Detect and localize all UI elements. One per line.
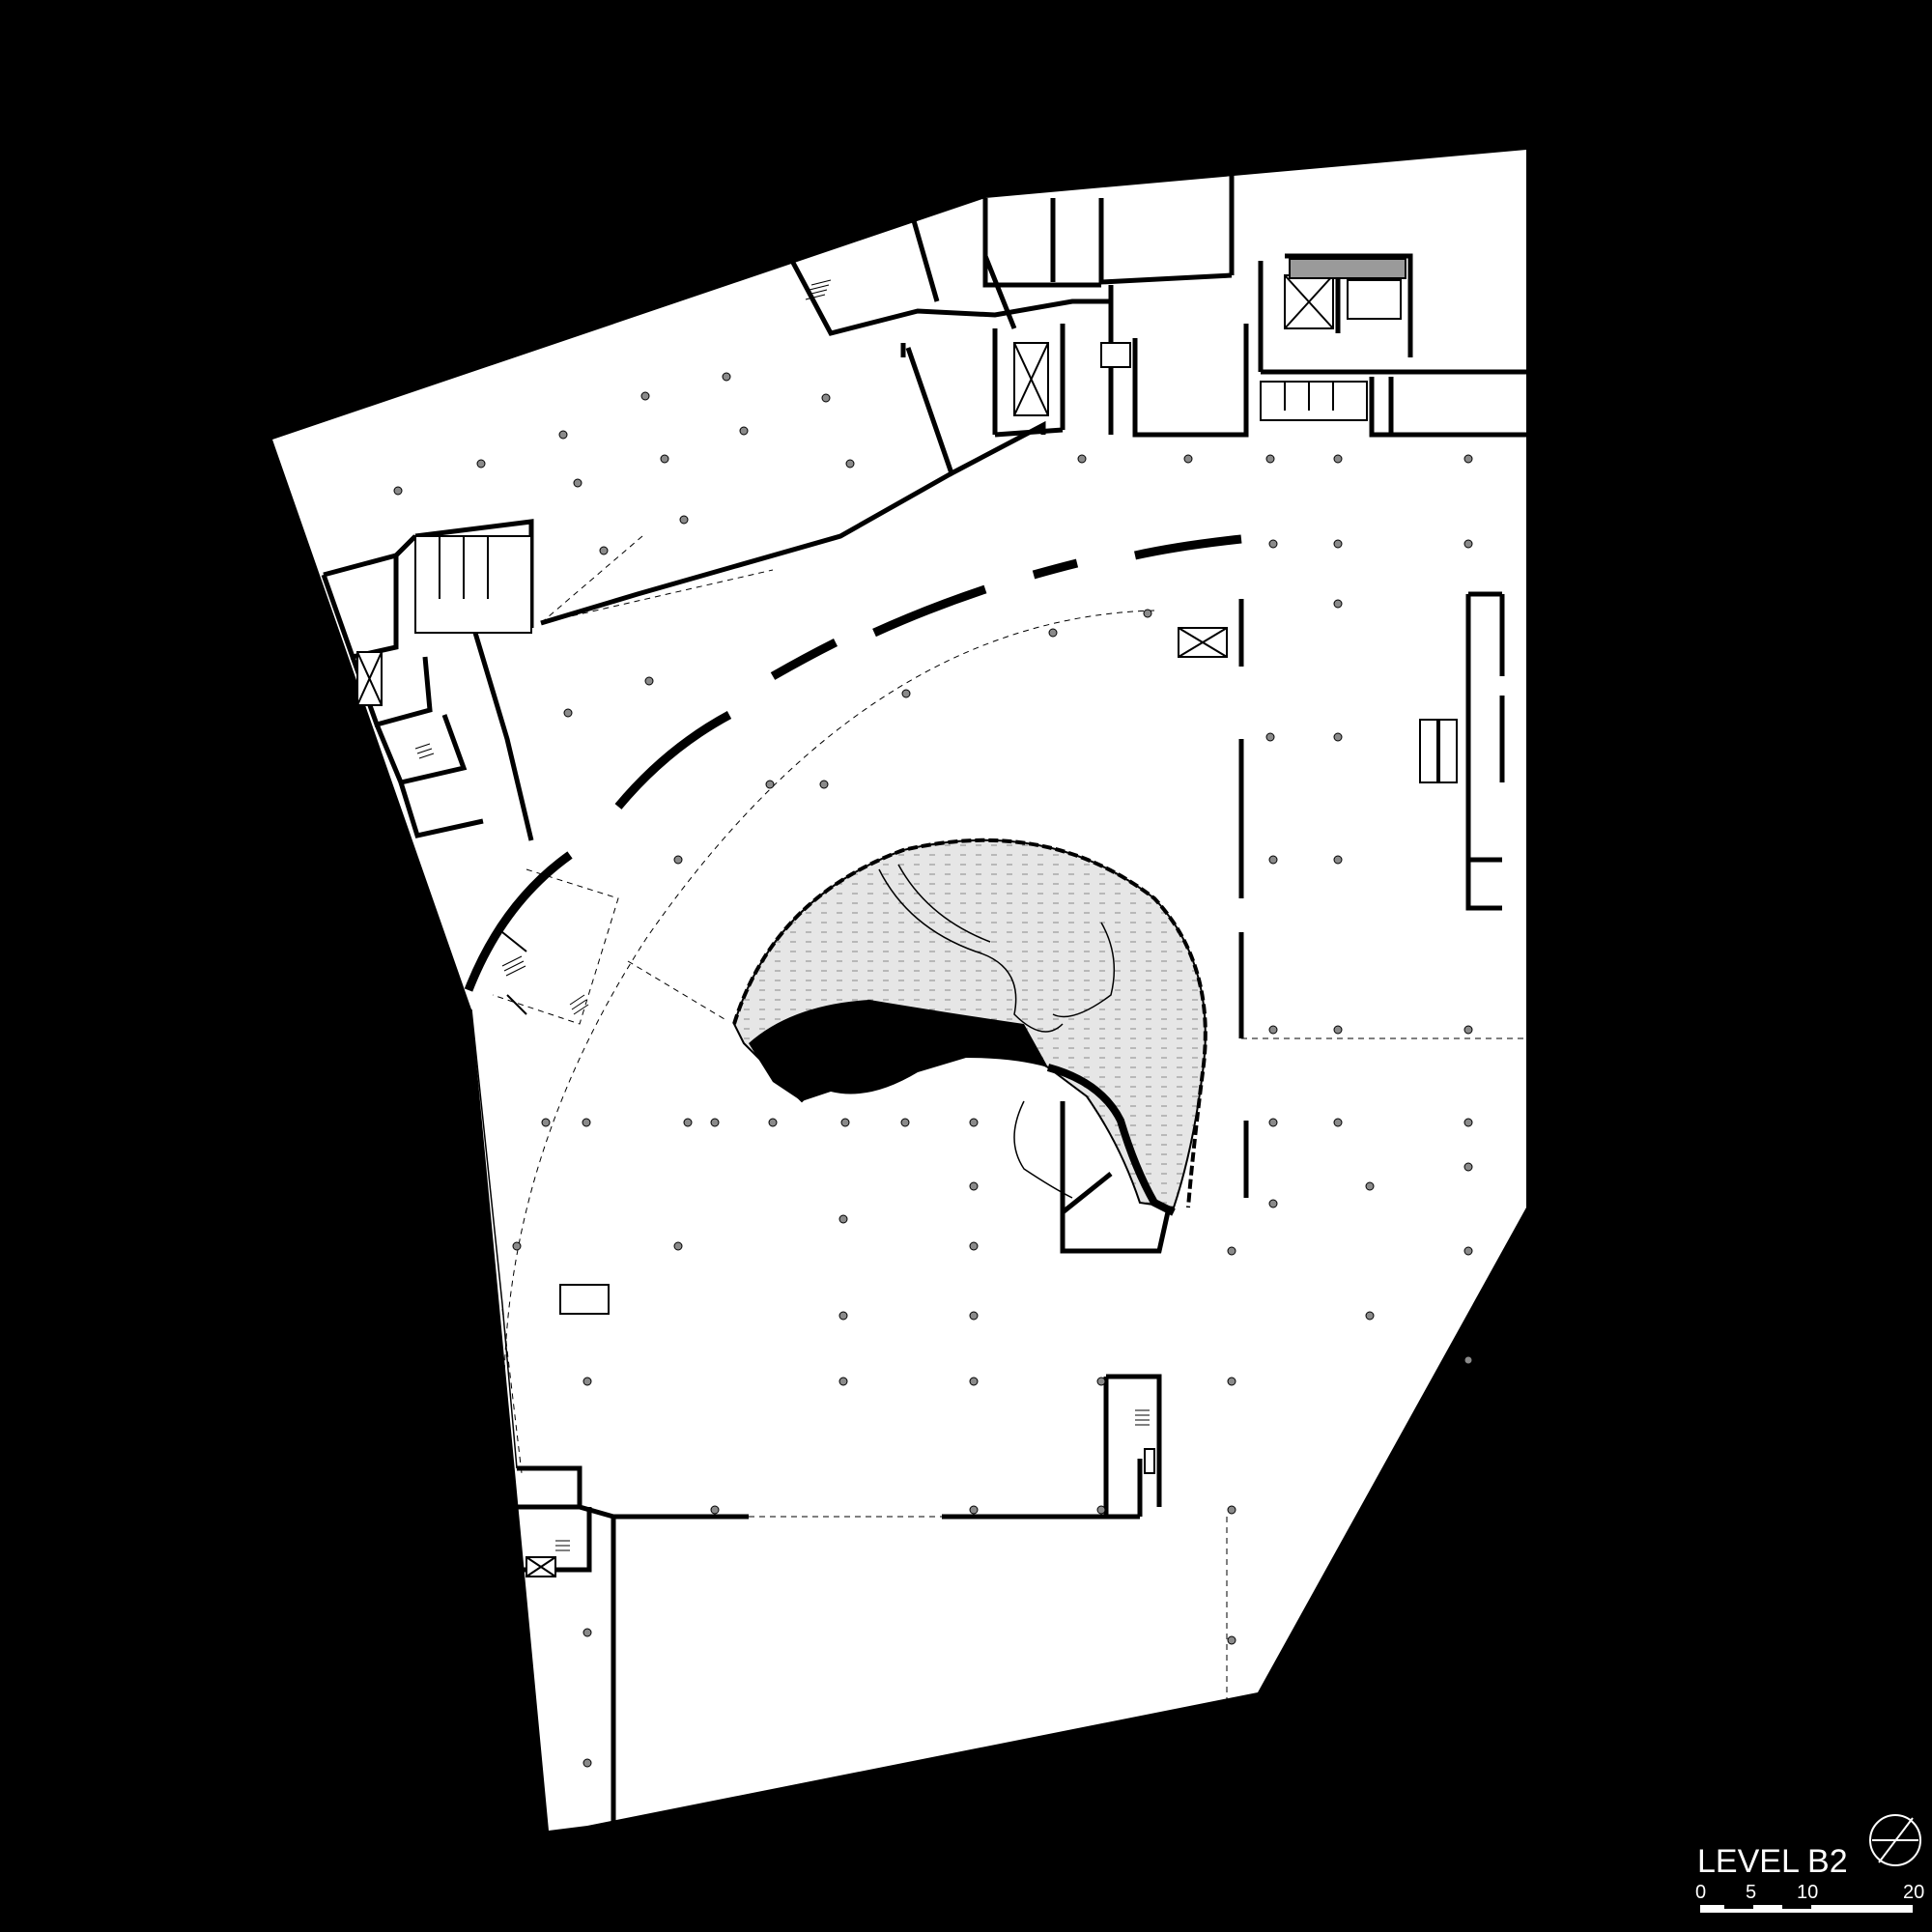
stair-treads [414, 279, 1150, 1551]
atrium-rock [749, 1000, 1048, 1101]
level-label: LEVEL B2 [1697, 1843, 1848, 1880]
west-edge-thin [470, 1009, 518, 1469]
atrium-rock-edge [1046, 1064, 1176, 1216]
scale-bar: 0 5 10 20 [1695, 1882, 1924, 1913]
scale-tick-20: 20 [1903, 1882, 1924, 1903]
cores [356, 258, 1458, 1577]
north-arrow-icon [1869, 1814, 1921, 1866]
dashed-lines [492, 535, 1526, 1700]
walls [321, 174, 1526, 1826]
columns [393, 372, 1473, 1768]
curved-wall [464, 534, 1242, 992]
scale-tick-0: 0 [1695, 1882, 1706, 1903]
toilet-block [414, 381, 1368, 634]
atrium-ring [732, 838, 1208, 1208]
scale-tick-10: 10 [1797, 1882, 1818, 1903]
scale-tick-5: 5 [1746, 1882, 1756, 1903]
atrium-paths [878, 864, 1116, 1199]
